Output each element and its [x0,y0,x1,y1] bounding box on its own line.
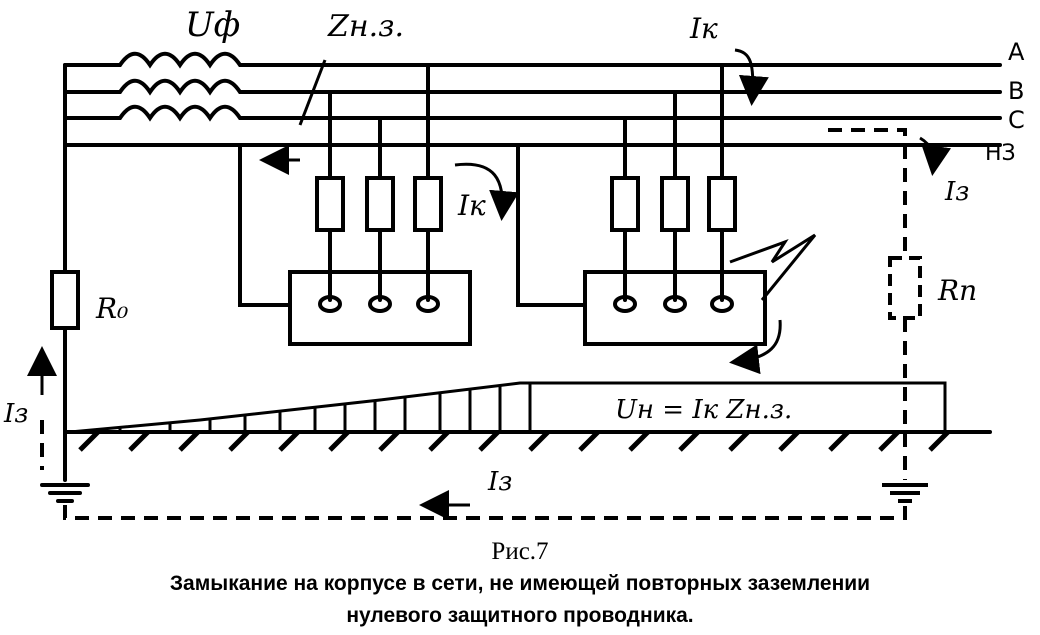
fault-arc-icon [729,233,817,301]
label-iz-bottom: Iз [487,467,512,497]
winding-a [63,51,262,69]
load-left-resistor-2 [365,176,395,232]
left-housing-pe-wire [238,143,292,307]
load-right-resistor-2 [660,176,690,232]
housing-current-arrow [729,319,782,375]
load-right-resistor-1 [610,176,640,232]
figure-caption-line-2: нулевого защитного проводника. [346,604,694,627]
bus-label-a: A [1008,38,1025,66]
label-ik-mid: Iк [457,189,486,222]
load-right-resistor-3 [707,176,737,232]
load-left-resistor-1 [315,176,345,232]
right-equipment-housing [583,270,767,346]
label-ik-top: Iк [689,12,718,45]
rn-resistor [888,256,922,320]
left-equipment-housing [288,270,472,346]
label-u-phase: Uф [185,5,240,45]
potential-distribution [69,381,947,434]
label-rn: Rп [937,274,977,307]
right-housing-pe-wire [516,143,587,307]
label-r0: R₀ [95,292,128,325]
label-iz-left: Iз [3,399,28,429]
bus-label-c: C [1008,106,1025,134]
r0-resistor [50,270,80,330]
figure-title: Рис.7 [491,538,549,565]
rn-dashed-wire [828,128,907,258]
label-iz-right: Iз [944,177,969,207]
ground-hatching [78,430,950,452]
right-ground-symbol [882,483,928,503]
iz-right-arrow [919,136,952,176]
ground-return-path [63,500,907,520]
circuit-diagram: Uф Zн.з. Iк Iк Iз Iз Iз R₀ Rп Uн = Iк Zн… [3,5,1025,520]
ik-mid-arrow [454,162,519,221]
load-left-resistor-3 [413,176,443,232]
label-un-formula: Uн = Iк Zн.з. [615,395,792,425]
bus-label-b: B [1008,77,1024,105]
winding-c [63,104,262,122]
z-nz-pointer [298,59,327,126]
ik-top-arrow [734,48,769,106]
winding-b [63,78,262,96]
bus-label-nz: НЗ [985,141,1016,166]
figure-caption-line-1: Замыкание на корпусе в сети, не имеющей … [169,572,871,595]
label-z-nz: Zн.з. [327,9,404,44]
